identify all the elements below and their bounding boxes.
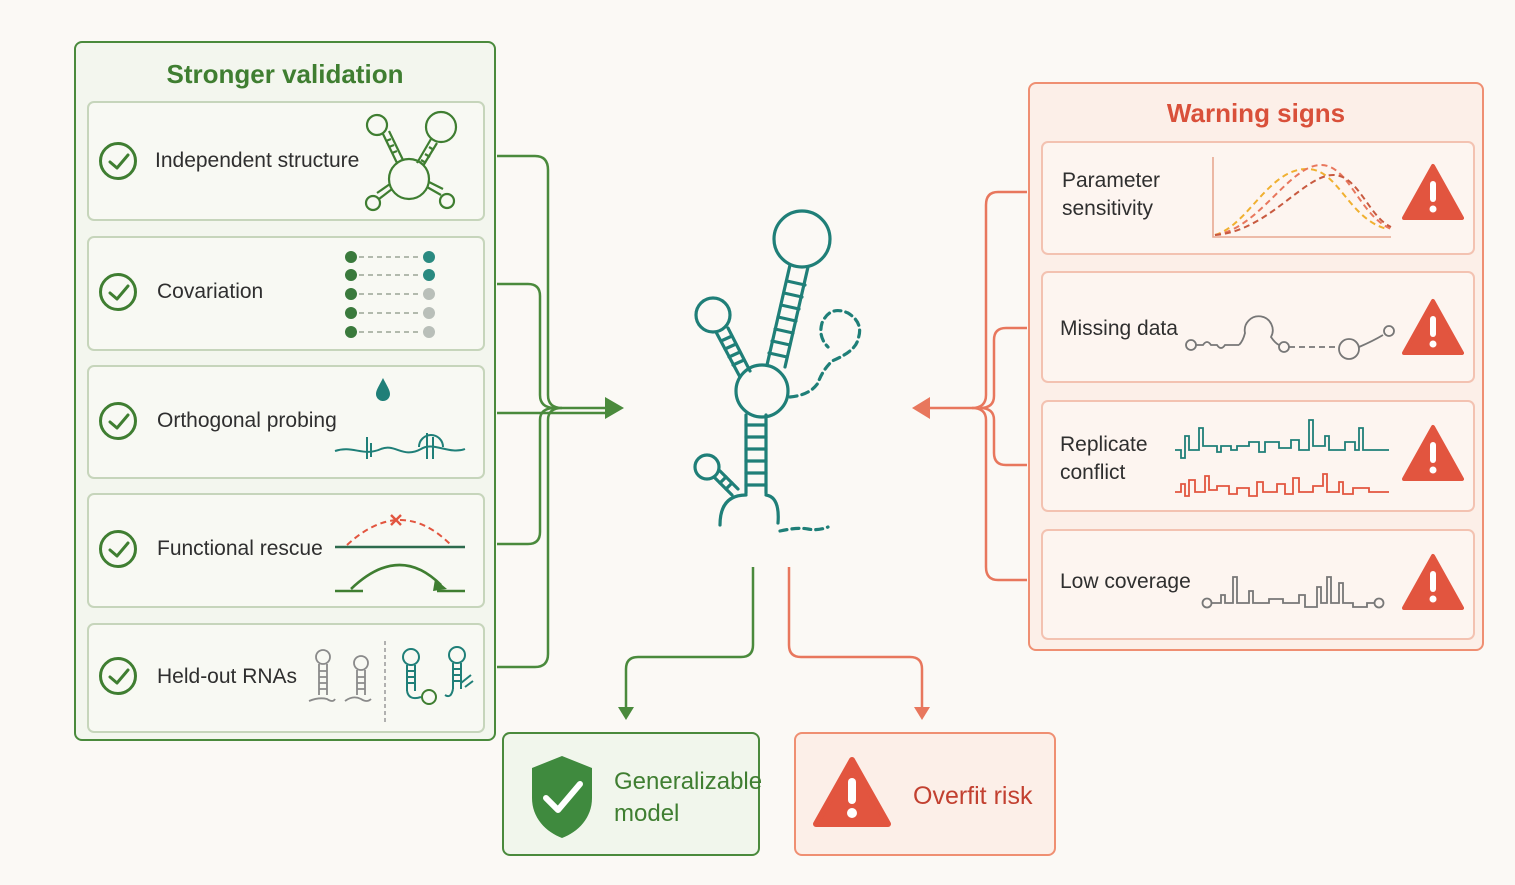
label-functional-rescue: Functional rescue (157, 537, 323, 560)
card-functional-rescue: Functional rescue (87, 493, 485, 608)
overfit-risk-label: Overfit risk (913, 782, 1033, 810)
connector-covariation (497, 282, 556, 410)
connector-to-overfit (787, 567, 924, 708)
warning-icon (1402, 554, 1464, 610)
panel-title-warnings: Warning signs (1166, 98, 1346, 128)
arrow-head-green (605, 397, 624, 419)
shield-check-icon (532, 756, 592, 838)
warning-signs-panel: Warning signs Parameter sensitivity Miss… (1028, 82, 1484, 651)
card-replicate-conflict: Replicate conflict (1041, 400, 1475, 512)
warning-icon (1402, 164, 1464, 220)
low-coverage-trace-icon (1201, 576, 1385, 609)
connector-independent (497, 154, 605, 410)
connector-to-generalizable (624, 567, 755, 708)
card-orthogonal-probing: Orthogonal probing (87, 365, 485, 479)
connector-coverage (971, 406, 1027, 582)
arrow-head-down-red (914, 707, 930, 720)
label-missing-data: Missing data (1060, 317, 1178, 340)
held-out-rna-icons (308, 641, 474, 723)
check-icon (99, 657, 137, 695)
water-drop-icon (376, 378, 390, 401)
rna-structure-icon (693, 209, 862, 533)
label-orthogonal-probing: Orthogonal probing (157, 409, 337, 432)
connector-parameter (928, 190, 1027, 410)
check-icon (99, 273, 137, 311)
warning-icon (1402, 425, 1464, 481)
connector-missing (979, 326, 1027, 410)
sensitivity-curves-icon (1212, 157, 1392, 238)
card-independent-structure: Independent structure (87, 101, 485, 221)
covariation-pairs-icon (345, 251, 435, 338)
label-held-out-rnas: Held-out RNAs (157, 665, 298, 688)
warning-icon (1402, 299, 1464, 355)
connector-heldout (497, 406, 563, 669)
label-covariation: Covariation (157, 280, 264, 303)
missing-data-trace-icon (1185, 315, 1395, 360)
check-icon (99, 530, 137, 568)
rescue-arc-icon (335, 514, 465, 593)
generalizable-label-line2: model (614, 800, 680, 827)
rna-multiloop-icon (364, 110, 458, 212)
generalizable-label-line1: Generalizable (614, 768, 763, 795)
stronger-validation-panel: Stronger validation Independent structur… (74, 41, 496, 741)
check-icon (99, 142, 137, 180)
panel-title-validation: Stronger validation (166, 59, 404, 89)
card-held-out-rnas: Held-out RNAs (87, 623, 485, 733)
card-parameter-sensitivity: Parameter sensitivity (1041, 141, 1475, 255)
arrow-head-down-green (618, 707, 634, 720)
probing-trace-icon (334, 433, 466, 459)
connector-rescue (497, 406, 556, 546)
replicate-traces-icon (1175, 419, 1389, 497)
card-covariation: Covariation (87, 236, 485, 351)
label-independent-structure: Independent structure (155, 149, 360, 172)
check-icon (99, 402, 137, 440)
outcome-overfit-risk: Overfit risk (794, 732, 1056, 856)
label-low-coverage: Low coverage (1060, 570, 1191, 593)
outcome-generalizable: Generalizable model (502, 732, 763, 856)
warning-icon (813, 757, 891, 827)
label-replicate-conflict: Replicate conflict (1060, 433, 1148, 484)
card-low-coverage: Low coverage (1041, 529, 1475, 640)
card-missing-data: Missing data (1041, 271, 1475, 383)
label-parameter-sensitivity: Parameter sensitivity (1062, 169, 1161, 220)
connector-replicate (979, 406, 1027, 467)
arrow-head-red (912, 397, 930, 419)
